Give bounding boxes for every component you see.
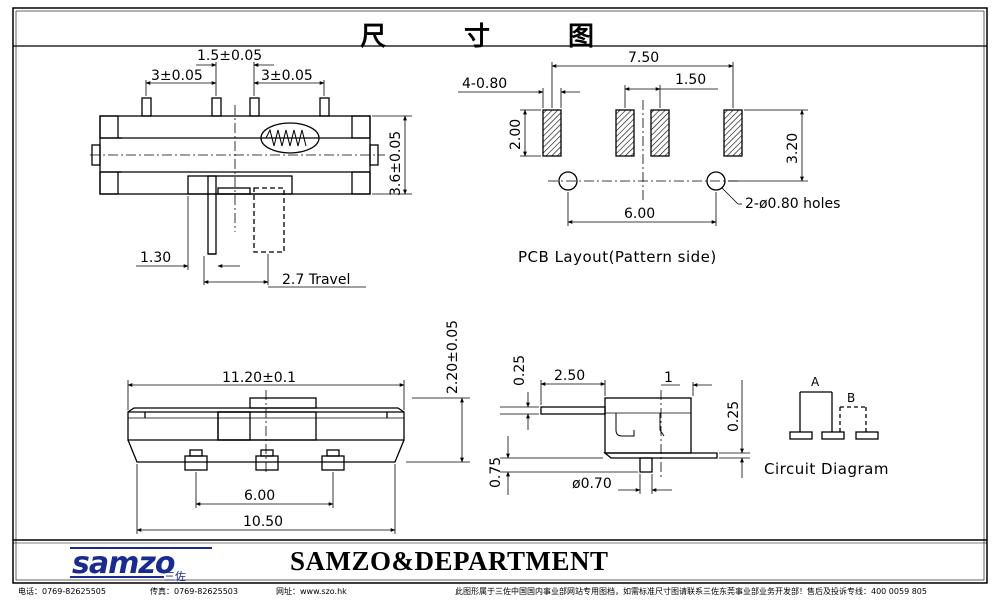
circuit-label-a: A xyxy=(811,375,820,389)
pcb-caption: PCB Layout(Pattern side) xyxy=(518,248,717,266)
footer-notice: 此图形属于三佐中国国内事业部网站专用图档，如需标准尺寸图请联系三佐东莞事业部业务… xyxy=(455,587,927,596)
dim-pad-pitch: 1.50 xyxy=(675,72,706,88)
dim-holes: 2-ø0.80 holes xyxy=(745,196,840,212)
dim-pin-height: 0.75 xyxy=(488,457,504,488)
dim-front-height: 2.20±0.05 xyxy=(445,320,461,394)
title-char-1: 尺 xyxy=(360,22,387,52)
dim-body-width: 10.50 xyxy=(243,514,283,530)
pcb-layout xyxy=(458,62,808,226)
dim-lever: 1.30 xyxy=(140,250,171,266)
dim-lever-thick: 0.25 xyxy=(512,355,528,386)
dim-pad-height: 2.00 xyxy=(508,119,524,150)
dim-height-top: 3.6±0.05 xyxy=(388,131,404,196)
dim-pad-width: 4-0.80 xyxy=(462,76,507,92)
footer-phone: 电话：0769-82625505 xyxy=(18,587,106,596)
dim-row-height: 3.20 xyxy=(785,133,801,164)
dim-right-025: 0.25 xyxy=(726,401,742,432)
footer-website: 网址：www.szo.hk xyxy=(276,587,347,596)
circuit-diagram xyxy=(789,391,879,440)
dim-travel: 2.7 Travel xyxy=(282,272,350,288)
circuit-label-b: B xyxy=(847,391,855,405)
dim-center-pitch: 1.5±0.05 xyxy=(197,48,262,64)
samzo-logo-mark xyxy=(70,547,212,578)
title-char-3: 图 xyxy=(568,22,595,52)
footer-fax: 传真：0769-82625503 xyxy=(150,587,238,596)
dim-hole-spacing: 6.00 xyxy=(624,206,655,222)
dim-front-width: 11.20±0.1 xyxy=(222,370,296,386)
samzo-logo-subtitle: 三佐 xyxy=(164,570,186,583)
dim-left-pitch: 3±0.05 xyxy=(151,68,203,84)
dim-lever-len: 2.50 xyxy=(554,368,585,384)
brand-title: SAMZO&DEPARTMENT xyxy=(290,546,609,576)
dim-right-pitch: 3±0.05 xyxy=(261,68,313,84)
dim-pin-dia: ø0.70 xyxy=(572,476,612,492)
samzo-logo: samzo xyxy=(72,546,175,581)
side-view xyxy=(500,380,750,495)
dim-pcb-total: 7.50 xyxy=(628,50,659,66)
front-view xyxy=(127,380,470,534)
top-view xyxy=(90,62,412,288)
dim-pin-span: 6.00 xyxy=(244,488,275,504)
dim-one: 1 xyxy=(664,370,673,386)
circuit-caption: Circuit Diagram xyxy=(764,460,889,478)
title-char-2: 寸 xyxy=(464,22,491,52)
